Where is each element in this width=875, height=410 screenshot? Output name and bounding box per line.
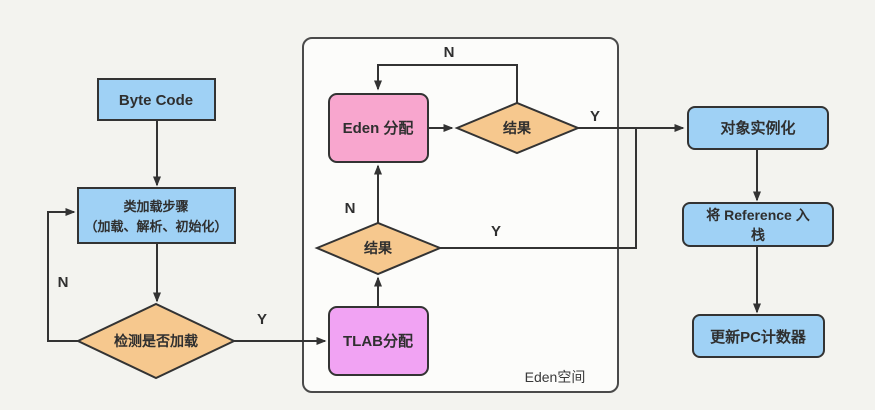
result-eden-label: 结果 (503, 120, 532, 136)
update-pc-counter-box (692, 314, 825, 358)
byte-code-label: Byte Code (119, 92, 193, 109)
object-instantiation-label: 对象实例化 (720, 119, 795, 137)
tlab-alloc-box (328, 306, 429, 376)
update-pc-counter-label: 更新PC计数器 (710, 328, 807, 346)
detect-loaded-label: 检测是否加载 (114, 333, 198, 349)
node-class-loading: 类加载步骤 （加载、解析、初始化） (77, 187, 236, 244)
push-reference-label-line1: 将 Reference 入 (706, 207, 809, 223)
result-tlab-label: 结果 (364, 240, 393, 256)
node-tlab-alloc: TLAB分配 (328, 306, 429, 376)
label-detect-no: N (58, 274, 69, 291)
node-result-eden: 结果 (454, 101, 581, 155)
class-loading-label-line1: 类加载步骤 (123, 199, 188, 214)
push-reference-label-line2: 栈 (751, 227, 765, 243)
node-object-instantiation: 对象实例化 (687, 106, 829, 150)
node-eden-alloc: Eden 分配 (328, 93, 429, 163)
class-loading-box (77, 187, 236, 244)
object-instantiation-box (687, 106, 829, 150)
detect-loaded-diamond (75, 302, 237, 380)
node-detect-loaded: 检测是否加载 (75, 302, 237, 380)
eden-alloc-box (328, 93, 429, 163)
node-push-reference: 将 Reference 入 栈 (682, 202, 834, 247)
eden-space-label: Eden空间 (525, 369, 586, 385)
byte-code-box (97, 78, 216, 121)
result-eden-diamond (454, 101, 581, 155)
label-tlab-result-yes: Y (491, 223, 501, 240)
eden-alloc-label: Eden 分配 (343, 120, 414, 137)
edge-eden-result-no-loop (374, 64, 518, 103)
label-eden-result-yes: Y (590, 108, 600, 125)
label-tlab-result-no: N (345, 200, 356, 217)
edge-detect-no-loop (47, 208, 78, 342)
class-loading-label-line2: （加载、解析、初始化） (84, 219, 227, 234)
tlab-alloc-label: TLAB分配 (343, 333, 413, 350)
node-result-tlab: 结果 (314, 221, 443, 276)
result-tlab-diamond (314, 221, 443, 276)
label-eden-result-no: N (444, 44, 455, 61)
push-reference-box (682, 202, 834, 247)
node-update-pc-counter: 更新PC计数器 (692, 314, 825, 358)
edge-tlab-result-yes-connector (440, 128, 637, 249)
label-detect-yes: Y (257, 311, 267, 328)
node-byte-code: Byte Code (97, 78, 216, 121)
